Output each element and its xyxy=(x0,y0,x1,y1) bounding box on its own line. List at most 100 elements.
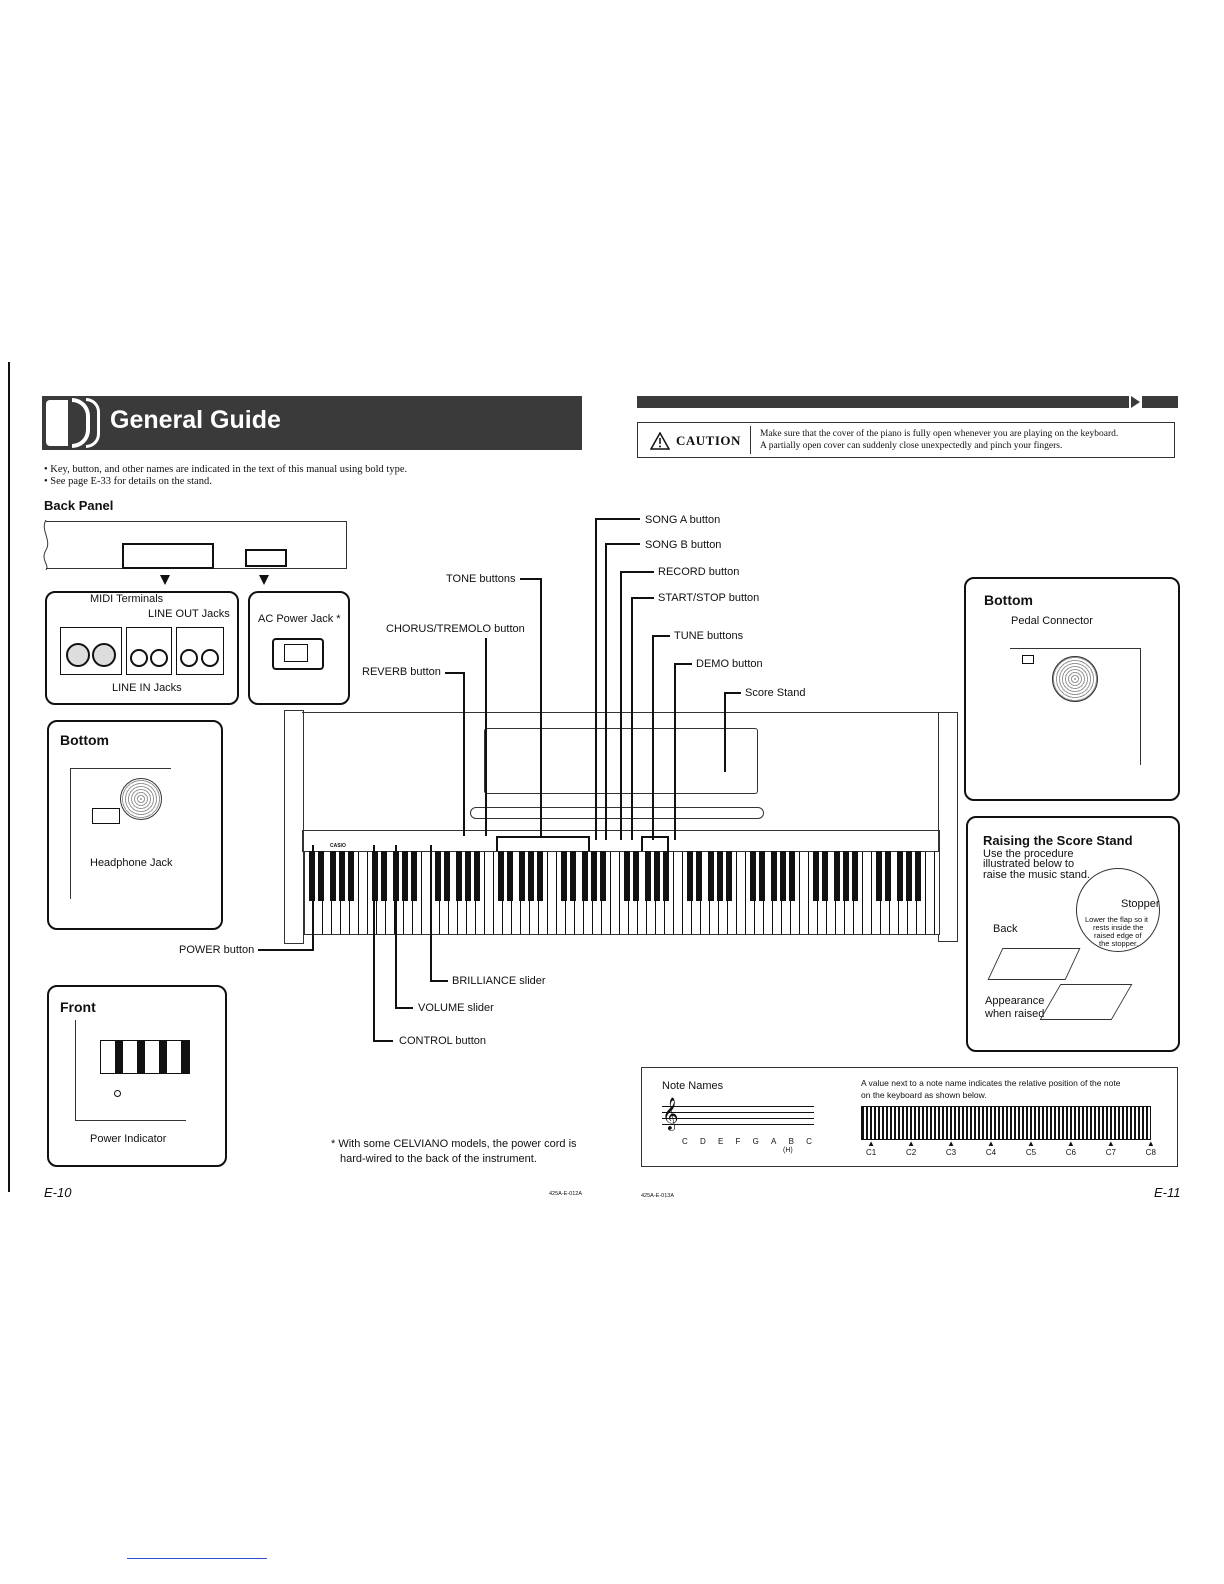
front-keys-illustration xyxy=(100,1040,190,1074)
control-leader xyxy=(373,1040,393,1042)
right-banner-tail xyxy=(1142,396,1178,408)
headphone-jack-icon xyxy=(92,808,120,824)
line-out-r-icon xyxy=(130,649,148,667)
octave-c6: ▲C6 xyxy=(1065,1139,1076,1157)
stopper-detail-circle xyxy=(1076,868,1160,952)
stopper-note-4: the stopper. xyxy=(1099,939,1139,948)
stopper-note-2: rests inside the xyxy=(1093,923,1144,932)
bottom-right-heading: Bottom xyxy=(984,592,1033,608)
pedal-connector-icon xyxy=(1022,655,1034,664)
note-bullet-1: • Key, button, and other names are indic… xyxy=(44,464,408,475)
note-g: G xyxy=(752,1137,759,1146)
scan-edge-line xyxy=(8,362,10,1192)
note-bullet-2: • See page E-33 for details on the stand… xyxy=(44,476,212,487)
caution-label: CAUTION xyxy=(676,433,741,448)
start-stop-leader xyxy=(631,597,654,599)
title-bracket-icon xyxy=(46,400,68,446)
line-out-port-panel xyxy=(126,627,172,675)
ac-pin-socket xyxy=(284,644,308,662)
ac-jack-box xyxy=(248,591,350,705)
page-code-right: 425A-E-013A xyxy=(641,1193,675,1199)
appearance-label-2: when raised xyxy=(985,1008,1045,1020)
line-out-jacks-label: LINE OUT Jacks xyxy=(148,608,230,620)
back-jack-panel xyxy=(122,543,214,569)
power-indicator-icon xyxy=(114,1090,121,1097)
song-b-leader-v xyxy=(605,543,607,840)
stopper-note-1: Lower the flap so it xyxy=(1085,915,1148,924)
appearance-label-1: Appearance xyxy=(985,995,1045,1007)
song-b-leader xyxy=(605,543,640,545)
casio-logo: CASIO xyxy=(330,843,346,849)
scan-underline xyxy=(127,1558,267,1559)
chorus-leader-v xyxy=(485,638,487,836)
back-panel-heading: Back Panel xyxy=(44,498,114,513)
song-a-leader xyxy=(595,518,640,520)
note-names-description-1: A value next to a note name indicates th… xyxy=(861,1078,1121,1088)
footnote-line-2: hard-wired to the back of the instrument… xyxy=(340,1153,537,1165)
power-button-label: POWER button xyxy=(179,944,255,956)
title-arc-icon-2 xyxy=(86,398,100,448)
volume-leader-v xyxy=(395,845,397,1009)
tone-leader-v xyxy=(540,578,542,836)
line-in-r-icon xyxy=(180,649,198,667)
tune-leader xyxy=(652,635,670,637)
back-panel-wavy-edge xyxy=(43,520,49,570)
song-b-button-label: SONG B button xyxy=(645,539,722,551)
note-b: B xyxy=(788,1137,794,1146)
piano-lid xyxy=(470,807,764,819)
start-stop-leader-v xyxy=(631,597,633,840)
raising-heading: Raising the Score Stand xyxy=(983,833,1133,848)
midi-port-panel xyxy=(60,627,122,675)
front-box xyxy=(47,985,227,1167)
page-number-left: E-10 xyxy=(44,1185,72,1200)
bottom-left-heading: Bottom xyxy=(60,732,109,748)
demo-leader xyxy=(674,663,692,665)
bottom-right-frame xyxy=(1010,648,1141,765)
caution-box xyxy=(637,422,1175,458)
tune-buttons-label: TUNE buttons xyxy=(674,630,744,642)
chorus-tremolo-button-label: CHORUS/TREMOLO button xyxy=(386,623,525,635)
arrow-down-icon xyxy=(160,575,170,585)
note-e: E xyxy=(717,1137,724,1146)
demo-leader-v xyxy=(674,663,676,840)
brilliance-leader-v xyxy=(430,845,432,982)
note-b-alt: (H) xyxy=(783,1147,793,1154)
score-stand-leader-v xyxy=(724,692,726,772)
note-names-description-2: on the keyboard as shown below. xyxy=(861,1090,987,1100)
mini-keyboard xyxy=(861,1106,1151,1140)
back-label: Back xyxy=(993,923,1018,935)
front-frame xyxy=(75,1020,186,1121)
piano-right-side xyxy=(938,712,958,942)
tone-leader xyxy=(520,578,542,580)
note-names-heading: Note Names xyxy=(662,1080,724,1092)
reverb-leader-v xyxy=(463,672,465,836)
octave-c1: ▲C1 xyxy=(866,1139,877,1157)
keyboard-black-keys xyxy=(304,851,938,901)
page-number-right: E-11 xyxy=(1154,1185,1181,1200)
stopper-note-3: raised edge of xyxy=(1094,931,1142,940)
control-button-label: CONTROL button xyxy=(399,1035,487,1047)
octave-c8: ▲C8 xyxy=(1145,1139,1156,1157)
note-c: C xyxy=(682,1137,688,1146)
midi-terminals-label: MIDI Terminals xyxy=(90,593,164,605)
line-in-port-panel xyxy=(176,627,224,675)
midi-out-icon xyxy=(66,643,90,667)
right-banner-arrow-icon xyxy=(1131,396,1140,408)
power-leader xyxy=(258,949,314,951)
line-in-jacks-label: LINE IN Jacks xyxy=(112,682,182,694)
reverb-button-label: REVERB button xyxy=(362,666,441,678)
arrow-down-icon-2 xyxy=(259,575,269,585)
caution-divider xyxy=(750,426,751,454)
octave-c7: ▲C7 xyxy=(1105,1139,1116,1157)
record-leader xyxy=(620,571,654,573)
octave-labels: ▲C1 ▲C2 ▲C3 ▲C4 ▲C5 ▲C6 ▲C7 ▲C8 xyxy=(866,1139,1156,1157)
headphone-jack-label: Headphone Jack xyxy=(90,857,173,869)
speaker-grille-icon-2 xyxy=(1052,656,1098,702)
stopper-label: Stopper xyxy=(1121,898,1160,910)
ac-power-jack-icon xyxy=(272,638,324,670)
warning-triangle-icon xyxy=(650,432,670,450)
caution-text-1: Make sure that the cover of the piano is… xyxy=(760,429,1119,439)
page-code-left: 425A-E-012A xyxy=(549,1191,583,1197)
note-d: D xyxy=(699,1137,706,1146)
piano-left-side xyxy=(284,710,304,944)
